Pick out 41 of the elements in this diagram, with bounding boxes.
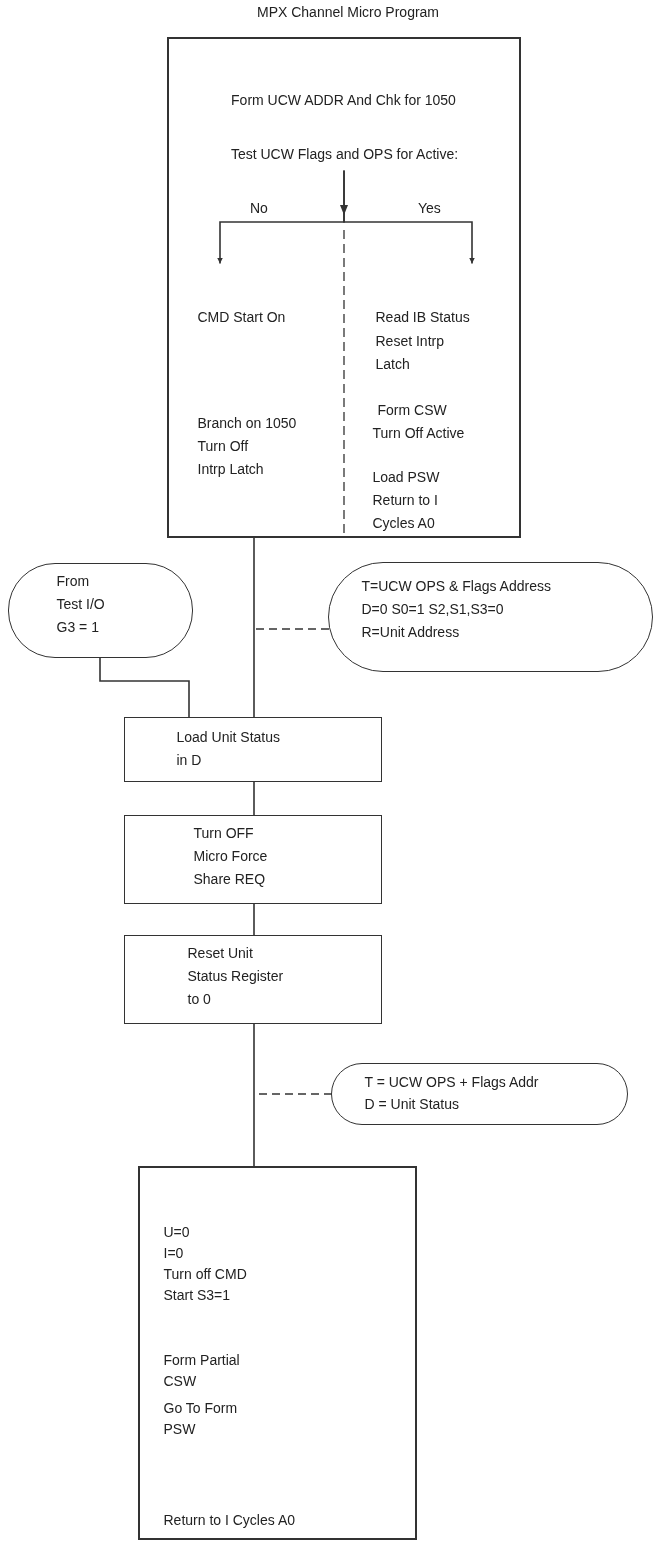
process-box — [138, 1166, 417, 1540]
step-text: G3 = 1 — [56, 617, 100, 637]
step-text: Test UCW Flags and OPS for Active: — [229, 144, 460, 164]
step-text: Go To Form PSW — [163, 1398, 239, 1439]
diagram-title: MPX Channel Micro Program — [255, 4, 441, 20]
step-text: Read IB Status — [375, 307, 471, 327]
step-text: I=0 — [163, 1243, 185, 1263]
step-text: Return to I Cycles A0 — [163, 1510, 296, 1530]
connector-line — [253, 781, 255, 816]
connector-line — [99, 657, 190, 718]
step-text: Turn Off Active — [372, 423, 466, 443]
step-text: T=UCW OPS & Flags Address — [361, 576, 552, 596]
process-box — [124, 935, 382, 1024]
step-text: D=0 S0=1 S2,S1,S3=0 — [361, 599, 505, 619]
dashed-connector — [253, 628, 330, 630]
process-box — [124, 815, 382, 904]
step-text: Turn Off Intrp Latch — [197, 436, 265, 479]
step-text: Branch on 1050 — [197, 413, 298, 433]
step-text: D = Unit Status — [364, 1094, 461, 1114]
step-text: Reset Intrp Latch — [375, 331, 445, 374]
step-text: Form UCW ADDR And Chk for 1050 — [230, 90, 457, 110]
step-text: Turn OFF Micro Force Share REQ — [193, 823, 269, 889]
step-text: Form CSW — [377, 400, 448, 420]
arrow — [343, 169, 475, 265]
connector-line — [253, 537, 255, 718]
connector-line — [253, 903, 255, 936]
step-text: Form Partial CSW — [163, 1350, 241, 1391]
process-box — [124, 717, 382, 782]
step-text: Reset Unit Status Register to 0 — [187, 943, 285, 1009]
step-text: Turn off CMD Start S3=1 — [163, 1264, 248, 1305]
step-text: Load Unit Status in D — [176, 727, 281, 770]
step-text: Load PSW — [372, 467, 441, 487]
process-box — [167, 37, 521, 538]
step-text: CMD Start On — [197, 307, 287, 327]
step-text: T = UCW OPS + Flags Addr — [364, 1072, 540, 1092]
connector-line — [253, 1023, 255, 1167]
step-text: Return to I Cycles A0 — [372, 490, 439, 533]
step-text: R=Unit Address — [361, 622, 461, 642]
step-text: From Test I/O — [56, 571, 106, 614]
step-text: U=0 — [163, 1222, 191, 1242]
terminal-shape — [8, 563, 193, 658]
